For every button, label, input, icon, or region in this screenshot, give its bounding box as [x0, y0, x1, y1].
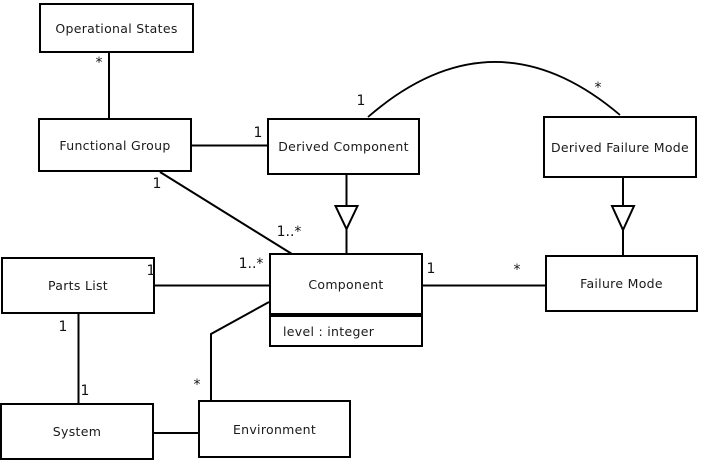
- class-name-functional-group: Functional Group: [59, 137, 171, 153]
- class-name-operational-states: Operational States: [55, 20, 178, 36]
- mult-functional-group-end: 1: [152, 176, 162, 192]
- class-name-parts-list: Parts List: [47, 278, 108, 293]
- class-system: System: [0, 403, 154, 460]
- mult-derived-component-arc-end: 1: [356, 93, 366, 109]
- generalization-arrow-failure-mode-icon: [610, 205, 636, 233]
- class-derived-component: Derived Component: [267, 118, 420, 175]
- mult-parts-list-end: 1: [146, 263, 156, 279]
- class-attribute-level: level : integer: [283, 323, 375, 339]
- class-failure-mode: Failure Mode: [545, 255, 698, 312]
- mult-operational-states-end: *: [95, 55, 103, 71]
- class-name-failure-mode: Failure Mode: [580, 276, 663, 291]
- mult-derived-failure-mode-arc-end: *: [594, 80, 602, 96]
- class-name-component: Component: [308, 276, 384, 292]
- assoc-arc-derived-component-derived-failure-mode: [367, 61, 621, 118]
- class-name-system: System: [52, 424, 102, 439]
- mult-component-end-parts-list: 1..*: [238, 256, 264, 272]
- mult-parts-list-system-end: 1: [58, 319, 68, 335]
- mult-derived-component-end: 1: [253, 125, 263, 141]
- mult-failure-mode-end: *: [513, 262, 521, 278]
- class-component-name-compartment: Component: [271, 255, 421, 317]
- mult-component-end-functional-group: 1..*: [276, 224, 302, 240]
- mult-component-end-failure-mode: 1: [426, 261, 436, 277]
- class-functional-group: Functional Group: [38, 118, 192, 172]
- class-derived-failure-mode: Derived Failure Mode: [543, 116, 697, 178]
- mult-environment-end: *: [193, 377, 201, 393]
- class-name-derived-component: Derived Component: [278, 139, 409, 154]
- class-component: Component level : integer: [269, 253, 423, 347]
- assoc-line-functional-group-component: [159, 171, 293, 255]
- class-operational-states: Operational States: [39, 3, 194, 53]
- class-environment: Environment: [198, 400, 351, 458]
- class-name-environment: Environment: [232, 421, 317, 437]
- class-name-derived-failure-mode: Derived Failure Mode: [550, 139, 690, 155]
- generalization-arrow-component-icon: [333, 205, 360, 232]
- mult-system-end: 1: [80, 383, 90, 399]
- class-component-attributes-compartment: level : integer: [271, 317, 421, 345]
- assoc-line-component-environment: [210, 301, 270, 400]
- class-parts-list: Parts List: [1, 257, 155, 314]
